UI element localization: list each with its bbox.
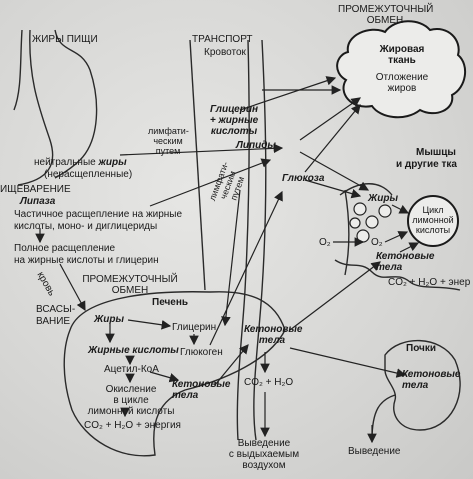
partial-digestion-line1: Частичное расщепление на жирные [14,209,183,220]
liver-ketone-label-1: Кетоновые [172,379,231,390]
arrow-acetyl-to-ketone [149,371,180,383]
deposit-label-2: жиров [387,83,417,94]
o2-label-a: O₂ [319,237,331,248]
stomach-outline-inner [54,29,98,179]
muscles-title-1: Мышцы [416,147,456,158]
ureter [371,394,396,441]
blood-products-label: CO₂ + H₂O [244,377,294,388]
fat-droplet [349,217,361,229]
fat-droplet [365,215,379,229]
kidney-outline [384,339,461,431]
arrow-fats-to-glycerol [127,319,172,330]
digestion-title: ИЩЕВАРЕНИЕ [0,184,71,195]
arrow-glycerol-down-to-liver [221,189,241,327]
muscle-products-label: CO₂ + H₂O + энер [388,277,471,288]
kidneys-title: Почки [406,343,437,354]
arrow-neutral-to-lipids [119,143,284,156]
glycerol-fa-label-3: кислоты [210,126,258,137]
partial-digestion-line2: кислоты, моно- и диглицериды [14,221,158,232]
undigested-label: (нерасщепленные) [44,169,133,180]
arrow-muscle-fats-to-cycle [391,204,410,214]
blood-ketone-label-1: Кетоновые [244,324,303,335]
vessel-right [253,39,267,441]
glycerol-fa-label-1: Глицерин [210,104,258,115]
liver-intermediate-title-1: ПРОМЕЖУТОЧНЫЙ [82,274,178,285]
fat-droplet [378,204,392,218]
muscle-wavy [334,259,461,291]
vessel-left [189,39,206,291]
transport-title: ТРАНСПОРТ [192,34,253,45]
acetyl-coa-label: Ацетил-КоА [104,364,159,375]
muscle-fats-label: Жиры [368,193,399,204]
stomach-outline [17,29,54,186]
kidney-ketone-label-2: тела [402,380,429,391]
adipose-cloud [336,20,467,119]
arrow-lipids-to-muscle-fats [299,151,370,191]
deposit-label-1: Отложение [375,72,429,83]
arrow-ketone-to-kidney [289,347,407,378]
liver-fats-label: Жиры [94,314,125,325]
absorption-label-2: ВАНИЕ [36,316,71,327]
liver-intermediate-title-2: ОБМЕН [111,285,149,296]
full-digestion-line2: на жирные кислоты и глицерин [14,255,159,266]
liver-glycerol-label: Глицерин [172,322,217,333]
arrow-full-to-liver [59,263,86,312]
vessel-mid [236,39,250,441]
liver-outline [63,291,286,457]
blood-ketone-label-2: тела [258,335,286,346]
liver-fatty-acids-label: Жирные кислоты [88,345,179,356]
liver-glycogen-label: Глюкоген [180,347,223,358]
muscle-ketone-label-2: тела [376,262,403,273]
absorption-label-1: ВСАСЫ- [36,304,76,315]
arrow-liver-ketone-to-blood [214,344,249,386]
food-fats-title: ЖИРЫ ПИЩИ [32,34,98,45]
lipids-label: Липиды [236,140,276,151]
fat-droplet [353,202,367,216]
fat-droplet [356,229,370,243]
glucose-label: Глюкоза [282,173,325,184]
muscle-ketone-label-1: Кетоновые [376,251,435,262]
adipose-title-1: Жировая [379,44,425,55]
citric-cycle-circle [407,195,459,247]
liver-ketone-label-2: тела [172,390,199,401]
liver-title: Печень [152,297,189,308]
esophagus-left [13,29,23,111]
intermediate-top-title-2: ОБМЕН [366,15,404,26]
liver-products-label: CO₂ + H₂O + энергия [84,420,181,431]
arrow-ketone-to-cycle [399,242,420,253]
muscles-title-2: и другие тка [396,159,457,170]
adipose-title-2: ткань [388,55,416,66]
glycerol-fa-label-2: + жирные [209,115,259,126]
muscle-left-edge [344,189,350,276]
arrow-glucose-to-adipose [304,104,361,173]
arrow-ketone-to-muscle [289,261,381,331]
kidney-excretion-label: Выведение [348,446,401,457]
arrow-lipids-to-adipose [299,97,361,141]
kidney-ketone-label-1: Кетоновые [402,369,461,380]
arrow-o2-to-cycle [384,231,409,243]
arrow-glycogen-to-glucose [209,190,283,346]
intermediate-top-title-1: ПРОМЕЖУТОЧНЫЙ [338,4,434,15]
arrow-glycerol-to-adipose [239,76,337,111]
full-digestion-line1: Полное расщепление [14,243,116,254]
lipase-label: Липаза [20,196,56,207]
arrow-partial-to-lipids [149,158,272,207]
bloodstream-label: Кровоток [204,47,246,58]
neutral-fats-label: нейтральные жиры [34,157,127,168]
o2-label-b: O₂ [371,237,383,248]
arrow-glucose-to-muscle [304,179,362,199]
